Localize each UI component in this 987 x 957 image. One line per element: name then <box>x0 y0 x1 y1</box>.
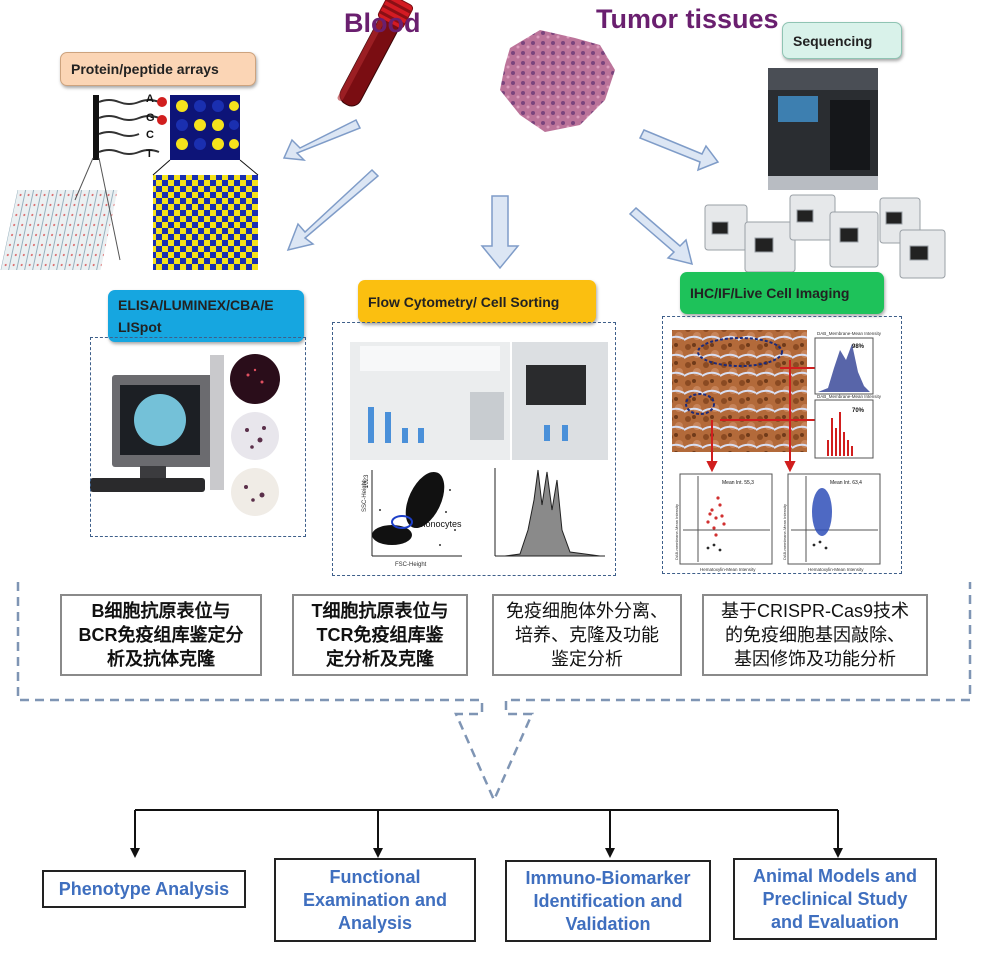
ihc-scatter-1 <box>679 473 773 565</box>
outcome-functional-line2: Examination and <box>302 889 448 910</box>
analysis-box-immune-cell: 免疫细胞体外分离、 培养、克隆及功能 鉴定分析 <box>492 594 682 676</box>
analysis-t-line1: T细胞抗原表位与 <box>311 601 449 621</box>
elisa-tag-line2: LISpot <box>118 319 162 335</box>
flow-histogram-plot <box>494 468 605 557</box>
outcome-arrowheads <box>130 848 843 858</box>
ihc-scatter1-label: Mean Int. 55,3 <box>722 480 754 486</box>
flow-ytick: 1023 <box>364 474 370 488</box>
outcome-animal-line1: Animal Models and <box>752 865 918 886</box>
ihc-scatter1-xlabel: Hematoxylin-Mean Intensity <box>700 567 756 572</box>
elisa-panel <box>90 337 306 537</box>
analysis-immune-line1: 免疫细胞体外分离、 <box>506 601 668 621</box>
flow-gate-label: monocytes <box>418 519 462 529</box>
outcome-biomarker-line2: Identification and <box>533 890 683 911</box>
flow-cytometry-tag: Flow Cytometry/ Cell Sorting <box>358 280 596 323</box>
analysis-t-line2: TCR免疫组库鉴 <box>316 625 444 645</box>
ihc-scatter1-ylabel: DAB-membrane-Mean Intensity <box>674 504 679 560</box>
analysis-box-b-cell: B细胞抗原表位与 BCR免疫组库鉴定分 析及抗体克隆 <box>60 594 262 676</box>
blood-tube-image <box>337 0 414 107</box>
outcome-biomarker-line1: Immuno-Biomarker <box>525 867 691 888</box>
analysis-crispr-line1: 基于CRISPR-Cas9技术 <box>720 601 910 621</box>
analysis-b-line3: 析及抗体克隆 <box>107 649 215 669</box>
ihc-panel <box>662 316 902 574</box>
outcome-functional-line3: Analysis <box>337 912 413 933</box>
array-label-t: T <box>146 148 153 160</box>
protein-array-image <box>0 95 259 270</box>
analysis-b-line2: BCR免疫组库鉴定分 <box>78 625 244 645</box>
tumor-tissue-image <box>500 30 615 132</box>
analysis-immune-line2: 培养、克隆及功能 <box>515 625 659 645</box>
analysis-b-line1: B细胞抗原表位与 <box>91 601 231 621</box>
sequencer-image <box>768 68 878 190</box>
ihc-scatter2-ylabel: DAB-membrane-Mean Intensity <box>782 504 787 560</box>
ihc-hist1-title: DAB_Membrane-Mean Intensity <box>817 331 882 336</box>
outcome-functional-line1: Functional <box>329 866 421 887</box>
outcome-immuno-biomarker: Immuno-Biomarker Identification and Vali… <box>505 860 711 942</box>
sequencer-array-image <box>704 194 946 279</box>
flow-scatter-plot <box>371 470 462 557</box>
analysis-t-line3: 定分析及克隆 <box>326 649 434 669</box>
ihc-histogram-2 <box>814 399 874 459</box>
ihc-scatter-2 <box>787 473 881 565</box>
outcome-animal-models: Animal Models and Preclinical Study and … <box>733 858 937 940</box>
flow-xlabel: FSC-Height <box>395 562 427 568</box>
array-label-a: A <box>146 93 154 105</box>
flow-ylabel: SSC-Height <box>362 480 368 512</box>
ihc-hist2-pct: 70% <box>852 408 865 414</box>
analysis-immune-line3: 鉴定分析 <box>551 649 623 669</box>
analysis-crispr-line3: 基因修饰及功能分析 <box>734 649 896 669</box>
flow-panel <box>332 322 616 576</box>
sequencing-tag: Sequencing <box>782 22 902 59</box>
elisa-tag: ELISA/LUMINEX/CBA/E LISpot <box>108 290 304 342</box>
ihc-histogram-1 <box>814 337 874 395</box>
array-label-c: C <box>146 129 154 141</box>
ihc-tissue-image <box>672 330 807 452</box>
outcome-animal-line2: Preclinical Study <box>762 888 908 909</box>
ihc-tag: IHC/IF/Live Cell Imaging <box>680 272 884 314</box>
dashed-funnel-bracket <box>16 582 972 804</box>
outcome-functional-examination: Functional Examination and Analysis <box>274 858 476 942</box>
outcome-phenotype-analysis: Phenotype Analysis <box>42 870 246 908</box>
protein-arrays-tag: Protein/peptide arrays <box>60 52 256 86</box>
ihc-hist2-title: DAB_Membrane-Mean Intensity <box>817 394 882 399</box>
blood-label: Blood <box>344 8 421 38</box>
ihc-scatter2-xlabel: Hematoxylin-Mean Intensity <box>808 567 864 572</box>
outcome-biomarker-line3: Validation <box>565 913 651 934</box>
analysis-crispr-line2: 的免疫细胞基因敲除、 <box>725 625 905 645</box>
elispot-reader-image <box>90 354 280 516</box>
tumor-tissues-label: Tumor tissues <box>596 4 779 34</box>
analysis-box-t-cell: T细胞抗原表位与 TCR免疫组库鉴 定分析及克隆 <box>292 594 468 676</box>
array-label-g: G <box>146 112 155 124</box>
ihc-scatter2-label: Mean Int. 63,4 <box>830 480 862 486</box>
elisa-tag-line1: ELISA/LUMINEX/CBA/E <box>118 297 274 313</box>
analysis-box-crispr: 基于CRISPR-Cas9技术 的免疫细胞基因敲除、 基因修饰及功能分析 <box>702 594 928 676</box>
flow-cytometer-image <box>350 342 608 460</box>
sample-arrows <box>282 118 720 270</box>
outcome-tree-lines <box>134 809 839 852</box>
outcome-animal-line3: and Evaluation <box>770 911 900 932</box>
ihc-hist1-pct: 98% <box>852 344 865 350</box>
outcome-phenotype-line1: Phenotype Analysis <box>58 878 230 899</box>
